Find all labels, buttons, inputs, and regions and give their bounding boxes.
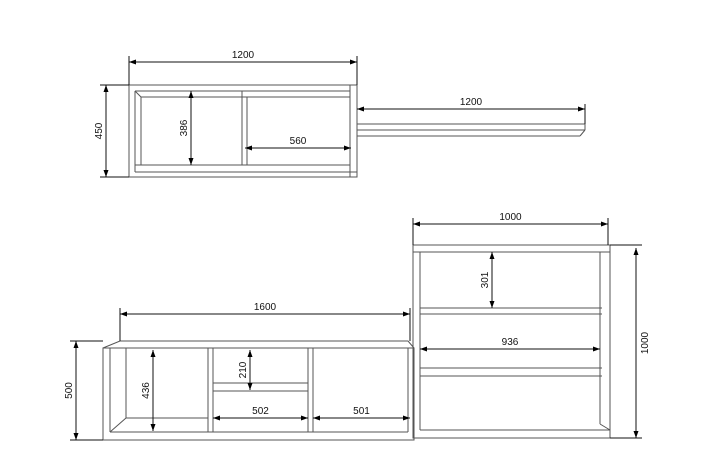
bookcase-inner-width-dimension-label: 936 <box>502 337 519 348</box>
wall-shelf-width-dimension: 1200 <box>357 97 585 112</box>
wall-cabinet-width-dimension: 1200 <box>129 50 357 65</box>
tv-unit-left-compartment-dimension: 502 <box>213 406 308 421</box>
tv-unit-left-compartment-dimension-label: 502 <box>252 406 269 417</box>
wall-cabinet-inner-height-dimension-label: 386 <box>179 119 190 136</box>
tv-unit-niche-height-dimension: 210 <box>238 350 253 390</box>
tv-unit-height-dimension: 500 <box>64 341 79 440</box>
tv-unit-right-compartment-dimension-label: 501 <box>353 406 370 417</box>
wall-cabinet <box>128 84 358 178</box>
bookcase-shelf-gap-dimension-label: 301 <box>480 271 491 288</box>
tv-unit-right-compartment-dimension: 501 <box>313 406 410 421</box>
bookcase-width-dimension-label: 1000 <box>499 212 522 223</box>
wall-cabinet-compartment-width-dimension-label: 560 <box>290 136 307 147</box>
wall-cabinet-inner-height-dimension: 386 <box>179 91 194 165</box>
wall-cabinet-width-dimension-label: 1200 <box>232 50 255 61</box>
tv-unit-width-dimension-label: 1600 <box>254 302 277 313</box>
tv-unit-inner-height-dimension: 436 <box>141 350 156 431</box>
bookcase-height-dimension: 1000 <box>633 248 651 438</box>
wall-shelf <box>357 110 586 137</box>
bookcase <box>412 244 611 439</box>
tv-unit-height-dimension-label: 500 <box>64 382 75 399</box>
bookcase-inner-width-dimension: 936 <box>420 337 600 352</box>
wall-shelf-width-dimension-label: 1200 <box>460 97 483 108</box>
bookcase-height-dimension-label: 1000 <box>640 331 651 354</box>
wall-cabinet-height-dimension: 450 <box>94 85 109 177</box>
bookcase-shelf-gap-dimension: 301 <box>480 252 495 308</box>
tv-unit-niche-height-dimension-label: 210 <box>238 361 249 378</box>
wall-cabinet-compartment-width-dimension: 560 <box>245 136 351 151</box>
wall-cabinet-height-dimension-label: 450 <box>94 122 105 139</box>
tv-unit-inner-height-dimension-label: 436 <box>141 382 152 399</box>
tv-unit-width-dimension: 1600 <box>120 302 410 317</box>
bookcase-width-dimension: 1000 <box>413 212 608 227</box>
